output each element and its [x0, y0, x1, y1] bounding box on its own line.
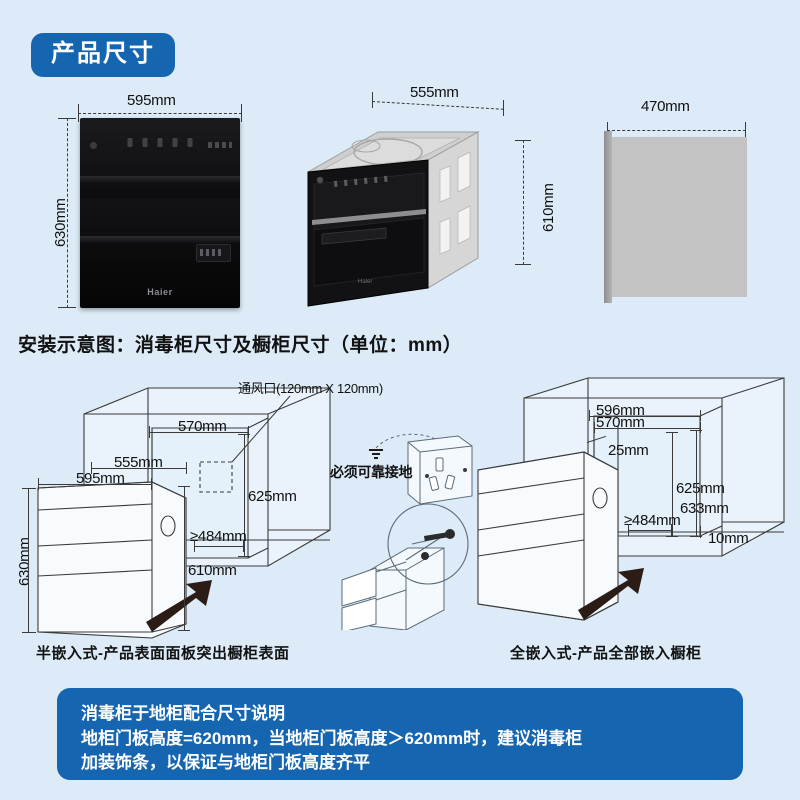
socket-and-drawer-drawing	[341, 433, 473, 630]
dim-570mm-right: 570mm	[596, 414, 645, 431]
display-strip-icon	[208, 142, 232, 148]
side-panel-edge	[604, 131, 612, 303]
label-must-be-grounded: 必须可靠接地	[330, 464, 413, 480]
dim-25mm: 25mm	[608, 442, 649, 459]
lcd-display	[196, 244, 231, 262]
right-cabinet-drawing	[477, 377, 785, 621]
dim-595mm-left: 595mm	[76, 470, 125, 487]
dim-484mm-left: ≥484mm	[190, 528, 247, 545]
product-body-iso: Haier	[300, 110, 510, 310]
section-heading: 安装示意图：消毒柜尺寸及橱柜尺寸（单位：mm）	[18, 335, 463, 356]
dim-610mm-product: 610mm	[540, 183, 557, 232]
dim-630mm-left: 630mm	[16, 537, 33, 586]
dim-633mm: 633mm	[680, 500, 729, 517]
note-line-1: 消毒柜于地柜配合尺寸说明	[81, 704, 285, 723]
dim-625mm-left: 625mm	[248, 488, 297, 505]
brand-logo: Haier	[147, 287, 173, 297]
dim-610mm-left: 610mm	[188, 562, 237, 579]
lower-door-seam	[80, 236, 240, 243]
dim-484mm-right: ≥484mm	[624, 512, 681, 529]
note-line-3: 加装饰条，以保证与地柜门板高度齐平	[81, 753, 370, 773]
dim-596mm: 596mm	[596, 402, 645, 419]
insert-arrow-icon	[146, 580, 212, 632]
power-indicator-icon	[90, 142, 97, 149]
diagram-grounding-detail: 必须可靠接地	[328, 420, 488, 630]
diagram-semi-embedded: 通风口(120mm X 120mm) 570mm 555mm 595mm 630…	[0, 370, 383, 662]
upper-door-seam	[80, 176, 240, 183]
note-line-2: 地柜门板高度=620mm，当地柜门板高度＞620mm时，建议消毒柜	[81, 728, 583, 748]
dim-10mm: 10mm	[708, 530, 749, 547]
svg-text:Haier: Haier	[358, 279, 372, 285]
bottom-note-box: 消毒柜于地柜配合尺寸说明 地柜门板高度=620mm，当地柜门板高度＞620mm时…	[57, 688, 743, 780]
diagram-full-embedded: 596mm 570mm 25mm 625mm 633mm ≥484mm 10mm…	[468, 370, 800, 662]
dim-470mm: 470mm	[641, 98, 690, 115]
dim-630mm: 630mm	[52, 198, 69, 247]
caption-semi-embedded: 半嵌入式-产品表面面板突出橱柜表面	[36, 645, 290, 662]
label-vent-opening: 通风口(120mm X 120mm)	[238, 381, 383, 396]
dim-555mm-left: 555mm	[114, 454, 163, 471]
control-panel-buttons	[127, 138, 193, 147]
iso-product-drawing: Haier	[307, 131, 480, 307]
side-panel-body	[612, 137, 747, 297]
dim-555mm: 555mm	[410, 84, 459, 101]
section-badge: 产品尺寸	[31, 33, 175, 77]
dim-625mm-right: 625mm	[676, 480, 725, 497]
left-cabinet-drawing	[37, 387, 331, 639]
dim-570mm-left: 570mm	[178, 418, 227, 435]
insert-arrow-icon	[578, 568, 644, 620]
caption-full-embedded: 全嵌入式-产品全部嵌入橱柜	[510, 645, 702, 662]
dim-595mm: 595mm	[127, 92, 176, 109]
product-body-front: Haier	[80, 118, 240, 308]
